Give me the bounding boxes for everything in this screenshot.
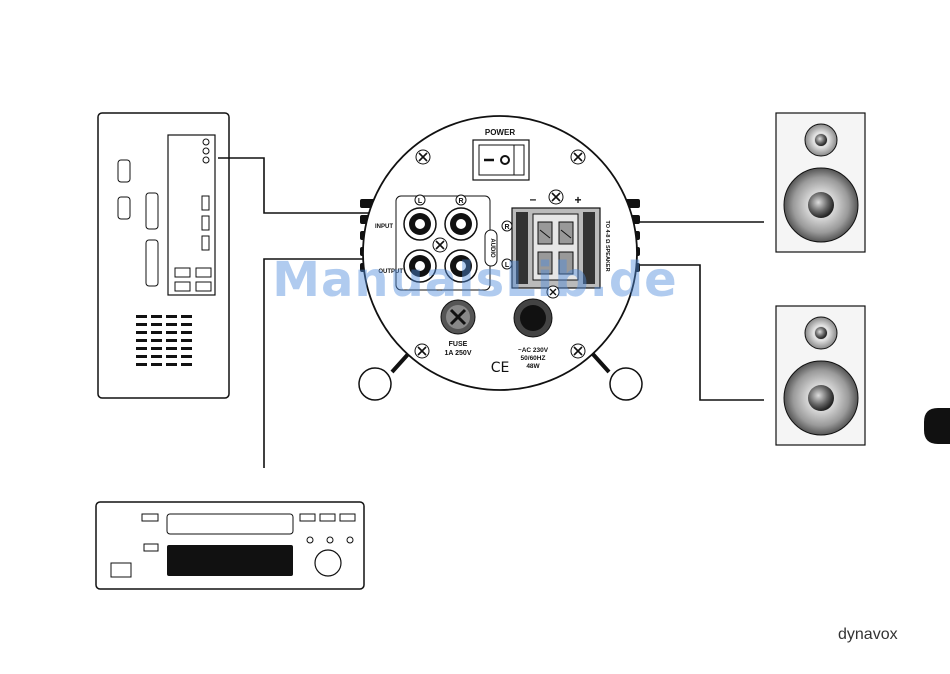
rca-left-marker: L	[418, 198, 423, 205]
vent-slot	[181, 315, 192, 318]
screw-icon	[549, 190, 563, 204]
vent-slot	[136, 363, 147, 366]
ac-power-inlet[interactable]	[514, 299, 552, 337]
rca-output-right[interactable]	[445, 250, 477, 282]
vent-slot	[136, 331, 147, 334]
vent-slot	[166, 331, 177, 334]
plus-label: +	[574, 193, 581, 207]
fuse-label: FUSE	[449, 341, 468, 348]
vent-slot	[151, 347, 162, 350]
page-tab	[924, 408, 950, 444]
ac-spec-line3: 48W	[526, 363, 540, 370]
ac-spec-line1: ~AC 230V	[518, 347, 549, 354]
speaker-top	[776, 113, 865, 252]
output-label: OUTPUT	[378, 269, 403, 275]
vent-slot	[181, 331, 192, 334]
vent-slot	[166, 347, 177, 350]
vent-slot	[151, 331, 162, 334]
vent-slot	[136, 339, 147, 342]
vent-slot	[136, 355, 147, 358]
vent-slot	[151, 339, 162, 342]
vent-slot	[136, 315, 147, 318]
rca-right-marker: R	[458, 198, 463, 205]
brand-logo: dynavox	[838, 626, 898, 644]
speaker-bottom	[776, 306, 865, 445]
screw-icon	[571, 150, 585, 164]
fuse-rating: 1A 250V	[445, 350, 472, 357]
vent-slot	[151, 323, 162, 326]
ac-spec-line2: 50/60HZ	[521, 355, 546, 362]
input-label: INPUT	[375, 224, 393, 230]
vent-slot	[181, 347, 192, 350]
fuse-holder[interactable]	[441, 300, 475, 334]
screw-icon	[571, 344, 585, 358]
vent-slot	[166, 339, 177, 342]
audio-r-marker: R	[504, 224, 509, 231]
to-speaker-label: TO 4-8 Ω SPEAKER	[604, 220, 610, 271]
screw-icon	[416, 150, 430, 164]
brand-name: dynavox	[838, 626, 898, 643]
power-switch[interactable]	[473, 140, 529, 180]
vent-slot	[151, 315, 162, 318]
rca-input-right[interactable]	[445, 208, 477, 240]
vent-slot	[181, 323, 192, 326]
pc-tower	[98, 113, 229, 398]
vent-slot	[136, 347, 147, 350]
audio-label: AUDIO	[489, 238, 495, 258]
ce-mark: CE	[491, 360, 510, 376]
amplifier-panel: POWER L R INPUT OUTPUT	[359, 116, 642, 400]
vent-slot	[166, 315, 177, 318]
screw-icon	[415, 344, 429, 358]
vent-slot	[166, 323, 177, 326]
screw-icon	[433, 238, 447, 252]
audio-l-marker: L	[505, 262, 510, 269]
vent-slot	[166, 363, 177, 366]
rca-output-left[interactable]	[404, 250, 436, 282]
rca-input-left[interactable]	[404, 208, 436, 240]
power-label: POWER	[485, 128, 515, 137]
vent-slot	[136, 323, 147, 326]
minus-label: –	[530, 192, 537, 206]
speaker-terminal-block[interactable]	[512, 208, 600, 288]
vent-slot	[181, 355, 192, 358]
vent-slot	[181, 363, 192, 366]
vent-slot	[181, 339, 192, 342]
vent-slot	[151, 355, 162, 358]
vent-slot	[151, 363, 162, 366]
vent-slot	[166, 355, 177, 358]
screw-icon	[547, 286, 559, 298]
hifi-receiver	[96, 502, 364, 589]
